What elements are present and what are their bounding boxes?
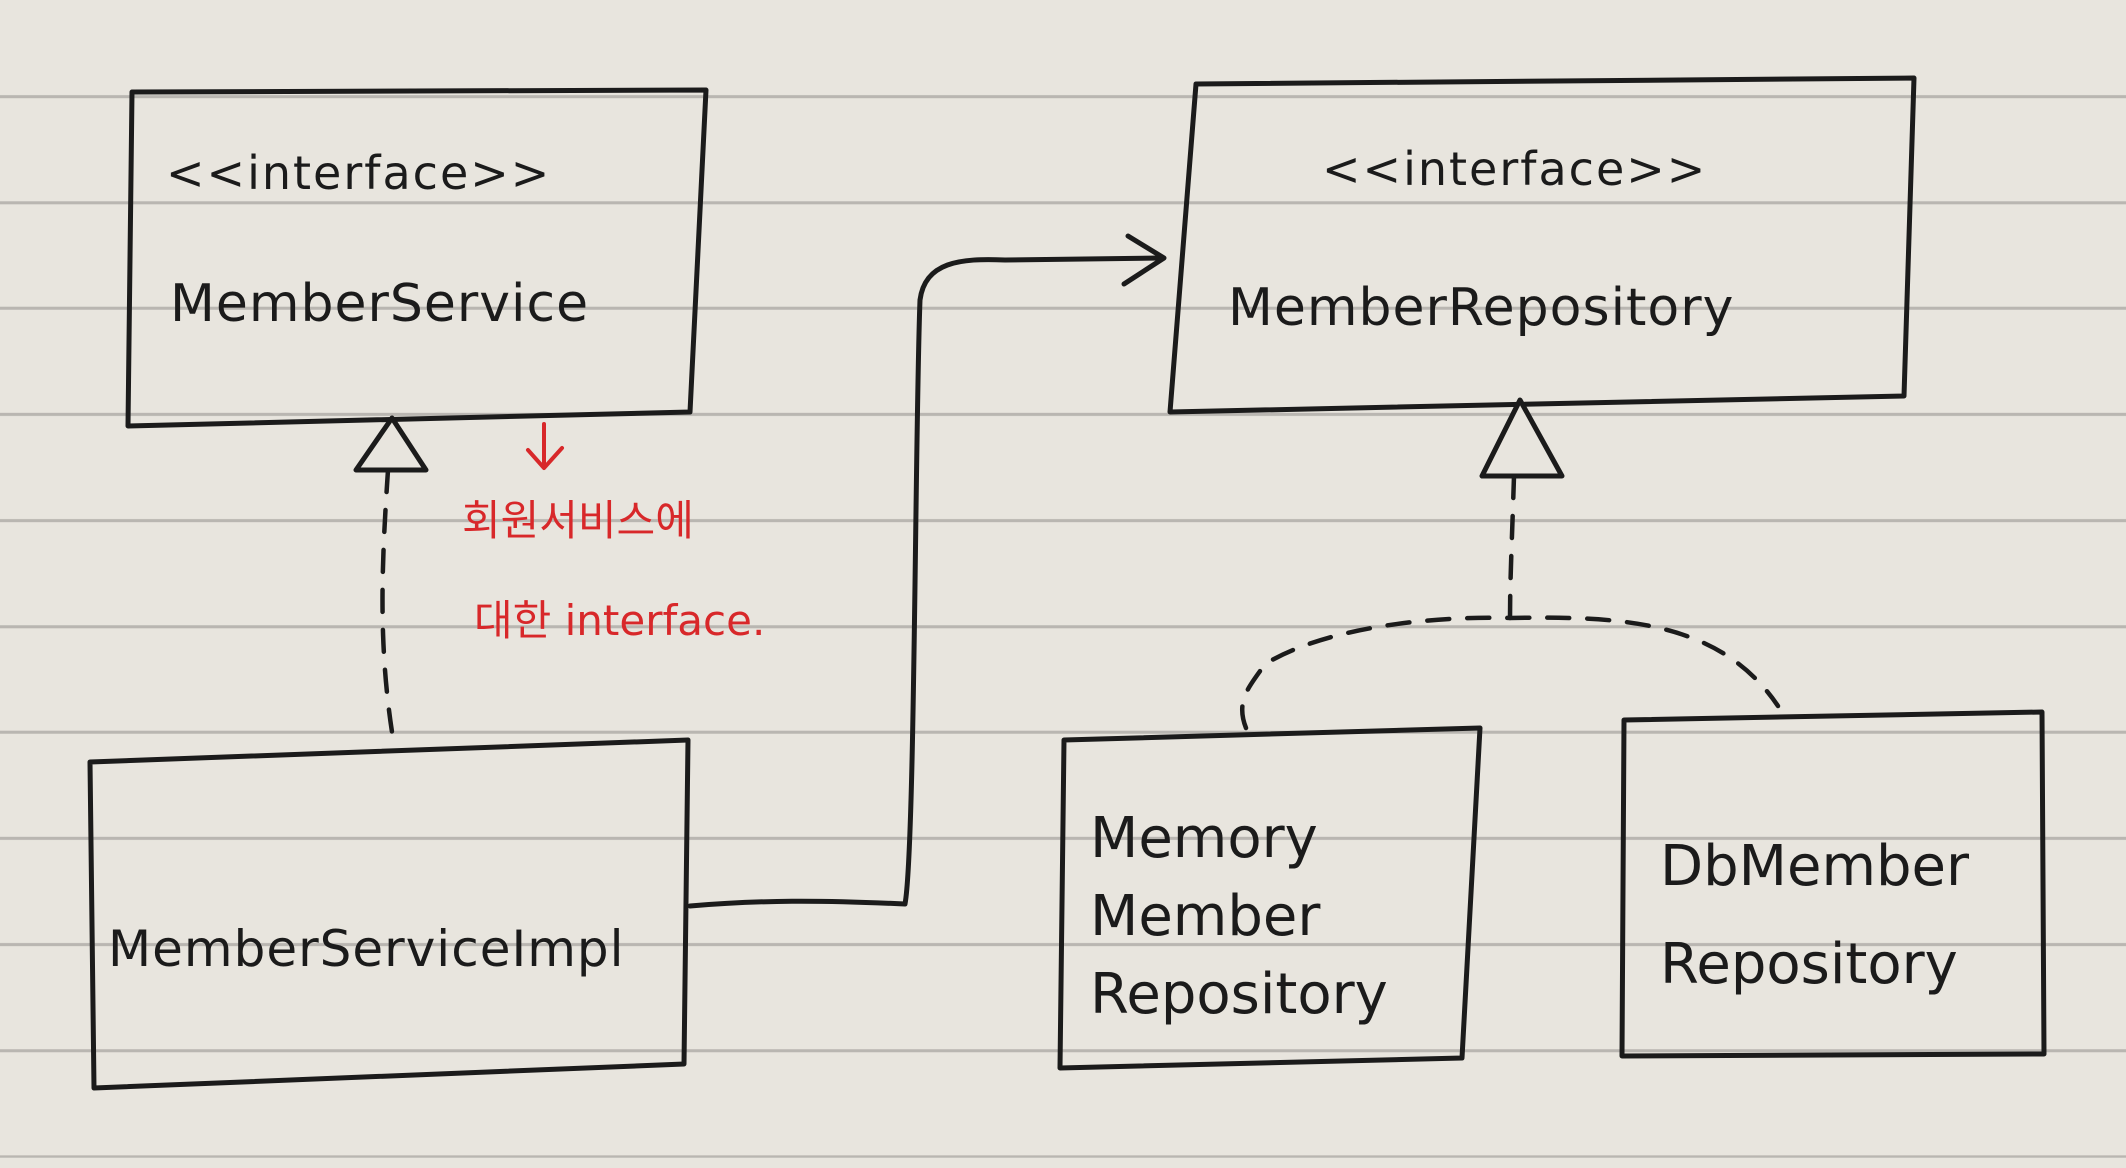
- realization-line-member-service: [380, 467, 395, 735]
- realization-triangle-member-repository: [1479, 397, 1565, 479]
- member-service-impl-name: MemberServiceImpl: [108, 920, 625, 978]
- member-service-impl-box: [87, 737, 691, 1091]
- memory-member-repository-box: [1057, 725, 1483, 1071]
- realization-line-member-repository: [1507, 473, 1517, 621]
- db-member-repository-name: DbMember Repository: [1660, 834, 1970, 997]
- note-arrow: [526, 422, 564, 470]
- realization-branch-line: [1239, 615, 1781, 731]
- db-member-repository-box: [1619, 709, 2047, 1059]
- association-arrowhead: [1121, 233, 1167, 287]
- member-service-box: [125, 87, 709, 429]
- member-repository-box: [1167, 75, 1917, 415]
- member-service-name: MemberService: [170, 274, 590, 334]
- association-line: [687, 255, 1163, 909]
- realization-triangle-member-service: [353, 415, 429, 473]
- member-repository-name: MemberRepository: [1228, 278, 1735, 338]
- note-line-2: 대한 interface.: [474, 596, 766, 645]
- memory-member-repository-name: Memory Member Repository: [1090, 806, 1388, 1027]
- member-repository-stereotype: <<interface>>: [1322, 142, 1708, 196]
- note-line-1: 회원서비스에: [462, 496, 694, 545]
- member-service-stereotype: <<interface>>: [166, 146, 552, 200]
